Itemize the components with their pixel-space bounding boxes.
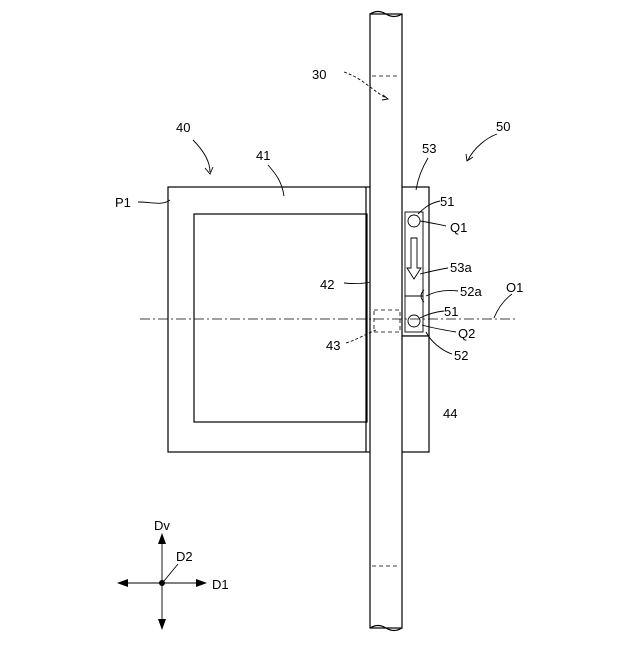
label-41: 41	[256, 148, 270, 163]
label-q1: Q1	[450, 220, 467, 235]
lower-plate	[400, 336, 429, 452]
label-53a: 53a	[450, 260, 472, 275]
label-q2: Q2	[458, 326, 475, 341]
shaft	[370, 14, 402, 628]
label-o1: O1	[506, 280, 523, 295]
arrow-left-icon	[117, 579, 128, 587]
leader-52a	[426, 290, 458, 296]
leader-50	[468, 134, 497, 160]
leader-53	[416, 158, 428, 190]
label-50: 50	[496, 119, 510, 134]
axis-d2-leader	[164, 564, 178, 581]
label-52: 52	[454, 348, 468, 363]
label-p1: P1	[115, 195, 131, 210]
pin-q1	[408, 215, 420, 227]
label-d2: D2	[176, 549, 193, 564]
label-44: 44	[443, 406, 457, 421]
label-30: 30	[312, 67, 326, 82]
leader-p1	[138, 200, 170, 203]
arrow-up-icon	[158, 533, 166, 544]
frame-inner-window	[194, 214, 367, 422]
label-51-top: 51	[440, 194, 454, 209]
pin-q2	[408, 315, 420, 327]
label-52a: 52a	[460, 284, 482, 299]
direction-indicator: Dv D2 D1	[117, 518, 229, 630]
label-d1: D1	[212, 577, 229, 592]
label-42: 42	[320, 277, 334, 292]
leader-o1	[494, 294, 512, 318]
label-dv: Dv	[154, 518, 170, 533]
label-43: 43	[326, 338, 340, 353]
arrow-right-icon	[196, 579, 207, 587]
leader-52	[426, 332, 452, 354]
label-53: 53	[422, 141, 436, 156]
label-51-low: 51	[444, 304, 458, 319]
leader-40	[193, 140, 210, 172]
label-40: 40	[176, 120, 190, 135]
leader-40-head	[205, 167, 213, 174]
arrow-down-icon	[158, 619, 166, 630]
